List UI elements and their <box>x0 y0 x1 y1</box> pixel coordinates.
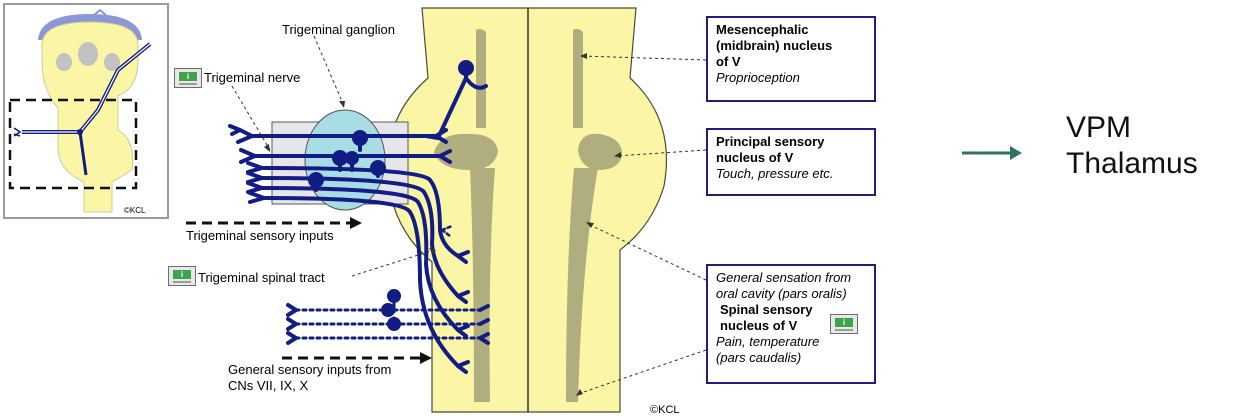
leader-arrowheads <box>264 53 621 396</box>
dashed-arrows <box>186 217 432 364</box>
trigeminal-nerve-label: Trigeminal nerve <box>204 70 301 85</box>
info-icon[interactable]: i <box>174 68 202 88</box>
copyright-thumbnail: ©KCL <box>124 206 146 215</box>
green-arrow <box>962 146 1022 160</box>
info-icon[interactable]: i <box>830 314 858 334</box>
trigeminal-sensory-inputs-label: Trigeminal sensory inputs <box>186 228 334 243</box>
overview-thumbnail <box>3 3 169 219</box>
leader-lines <box>231 35 707 395</box>
principal-sensory-nucleus-box: Principal sensory nucleus of V Touch, pr… <box>706 128 876 196</box>
neuron-cell-bodies <box>308 60 474 331</box>
info-icon[interactable]: i <box>168 266 196 286</box>
mesencephalic-nucleus-box: Mesencephalic (midbrain) nucleus of V Pr… <box>706 16 876 102</box>
general-sensory-inputs-label: General sensory inputs from CNs VII, IX,… <box>228 362 392 393</box>
trigeminal-ganglion-label: Trigeminal ganglion <box>282 22 395 37</box>
copyright-main: ©KCL <box>650 404 680 416</box>
vpm-thalamus-label: VPM Thalamus <box>1066 111 1198 180</box>
trigeminal-spinal-tract-label: Trigeminal spinal tract <box>198 270 325 285</box>
